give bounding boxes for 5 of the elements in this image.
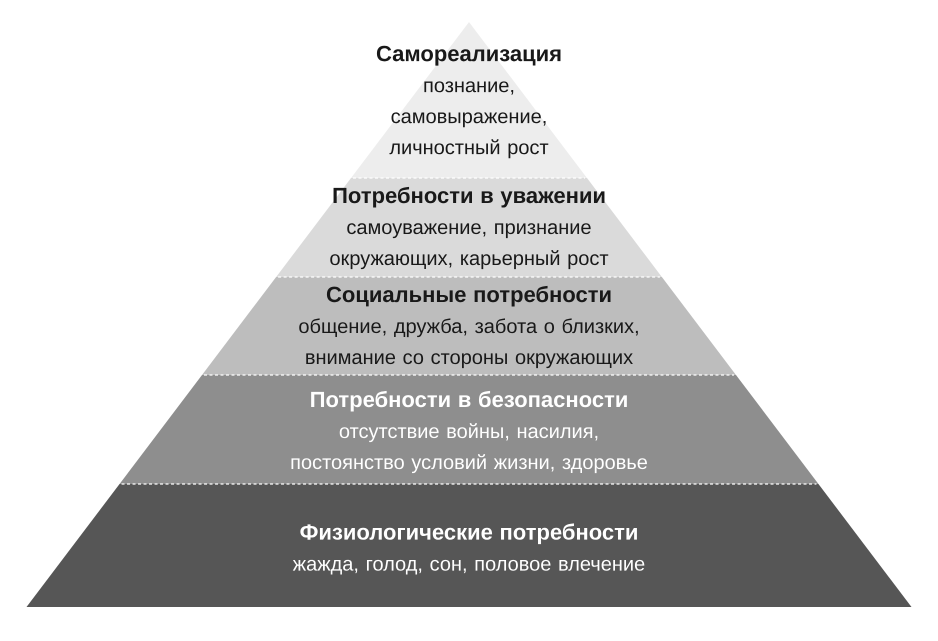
pyramid-level: Потребности в уважении самоуважение, признание окружающих, карьерный рост (276, 178, 662, 277)
pyramid-level: Социальные потребности общение, дружба, забота о близких, внимание со стороны окружающих (202, 277, 736, 375)
pyramid-level: Потребности в безопасности отсутствие войны, насилия, постоянство условий жизни, здоровье (120, 375, 818, 484)
pyramid-level: Физиологические потребности жажда, голод, сон, половое влечение (26, 484, 912, 607)
pyramid-level: Самореализация познание, самовыражение, личностный рост (351, 22, 587, 178)
